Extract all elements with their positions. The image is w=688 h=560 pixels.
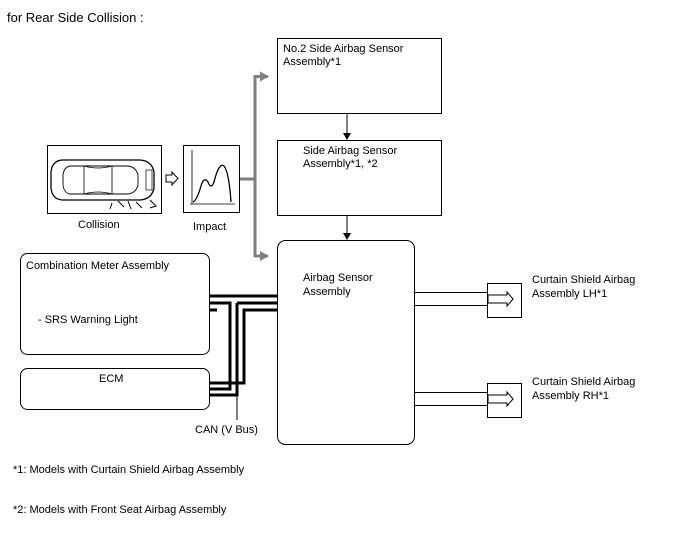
ecm-box xyxy=(20,368,210,410)
diagram-title: for Rear Side Collision : xyxy=(7,10,144,25)
footnote-1: *1: Models with Curtain Shield Airbag As… xyxy=(13,464,245,476)
collision-car-icon xyxy=(47,145,162,214)
impact-signal-arrows xyxy=(240,71,269,261)
impact-graph-icon xyxy=(183,145,240,213)
curtain-shield-lh-connection xyxy=(415,283,522,318)
curtain-rh-label-1: Curtain Shield Airbag xyxy=(532,376,636,388)
collision-to-impact-arrow xyxy=(165,170,179,187)
collision-label: Collision xyxy=(78,219,120,231)
combination-meter-box xyxy=(20,253,210,355)
side-airbag-sensor-label-2: Assembly*1, *2 xyxy=(303,158,378,170)
curtain-lh-label-1: Curtain Shield Airbag xyxy=(532,274,636,286)
impact-label: Impact xyxy=(193,221,227,233)
curtain-shield-rh-connection xyxy=(415,383,522,418)
airbag-sensor-label-2: Assembly xyxy=(303,286,351,298)
no2-side-airbag-sensor-label-1: No.2 Side Airbag Sensor xyxy=(283,43,404,55)
ecm-label: ECM xyxy=(99,373,124,385)
srs-warning-light-label: - SRS Warning Light xyxy=(38,314,138,326)
can-bus-label: CAN (V Bus) xyxy=(195,424,258,436)
airbag-sensor-label-1: Airbag Sensor xyxy=(303,272,373,284)
airbag-sensor-assembly-box xyxy=(277,240,415,445)
can-bus-lines xyxy=(210,294,277,420)
curtain-lh-label-2: Assembly LH*1 xyxy=(532,288,608,300)
side-airbag-sensor-label-1: Side Airbag Sensor xyxy=(303,145,398,157)
side-airbag-sensor-box xyxy=(277,140,442,216)
curtain-rh-label-2: Assembly RH*1 xyxy=(532,390,610,402)
combination-meter-label: Combination Meter Assembly xyxy=(26,260,170,272)
no2-side-airbag-sensor-label-2: Assembly*1 xyxy=(283,56,342,68)
footnote-2: *2: Models with Front Seat Airbag Assemb… xyxy=(13,504,227,516)
no2-side-airbag-sensor-box xyxy=(277,38,442,114)
